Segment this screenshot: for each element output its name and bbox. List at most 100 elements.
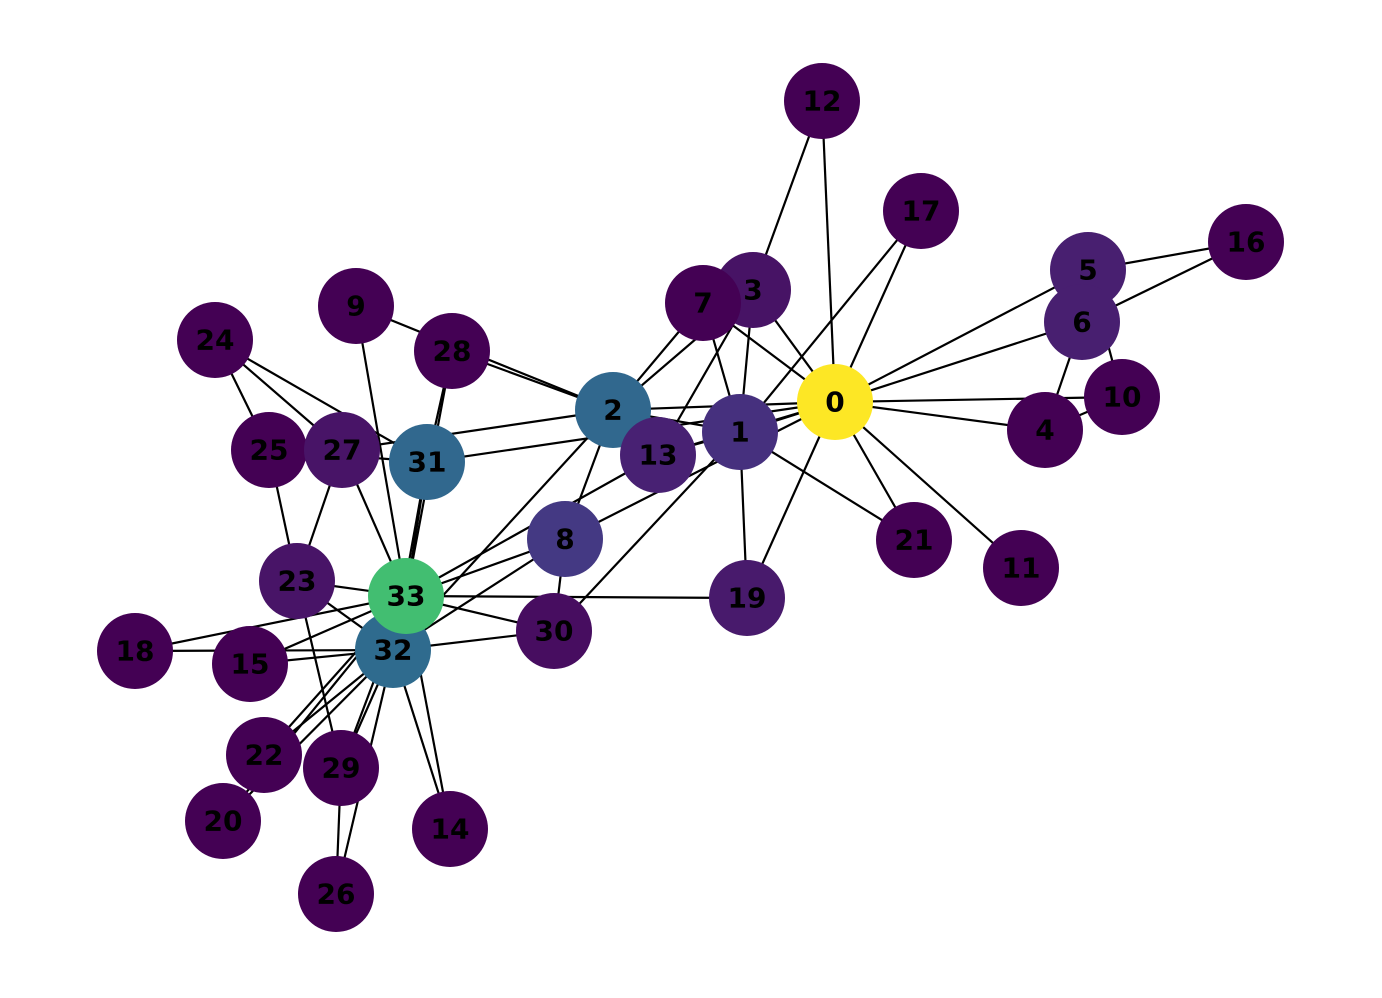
node-7[interactable]: 7 bbox=[665, 265, 741, 341]
node-label: 9 bbox=[346, 290, 365, 323]
node-label: 31 bbox=[408, 446, 447, 479]
edge-0-8 bbox=[564, 401, 836, 540]
node-8[interactable]: 8 bbox=[527, 501, 603, 577]
node-circle bbox=[527, 501, 603, 577]
node-27[interactable]: 27 bbox=[304, 412, 380, 488]
node-13[interactable]: 13 bbox=[620, 417, 696, 493]
node-circle bbox=[1007, 392, 1083, 468]
node-21[interactable]: 21 bbox=[876, 502, 952, 578]
node-label: 32 bbox=[374, 634, 413, 667]
node-circle bbox=[368, 558, 444, 634]
node-label: 15 bbox=[231, 648, 270, 681]
node-18[interactable]: 18 bbox=[97, 613, 173, 689]
node-label: 20 bbox=[204, 805, 243, 838]
node-label: 23 bbox=[278, 565, 317, 598]
node-label: 3 bbox=[743, 274, 762, 307]
node-circle bbox=[298, 856, 374, 932]
node-24[interactable]: 24 bbox=[177, 302, 253, 378]
node-20[interactable]: 20 bbox=[185, 783, 261, 859]
node-circle bbox=[231, 412, 307, 488]
edge-0-5 bbox=[834, 269, 1089, 403]
node-label: 8 bbox=[555, 523, 574, 556]
node-circle bbox=[876, 502, 952, 578]
node-33[interactable]: 33 bbox=[368, 558, 444, 634]
edge-18-33 bbox=[134, 594, 407, 653]
node-circle bbox=[304, 412, 380, 488]
node-circle bbox=[1084, 359, 1160, 435]
node-circle bbox=[1208, 204, 1284, 280]
node-label: 25 bbox=[250, 434, 289, 467]
node-30[interactable]: 30 bbox=[516, 593, 592, 669]
node-circle bbox=[797, 364, 873, 440]
node-14[interactable]: 14 bbox=[412, 791, 488, 867]
node-6[interactable]: 6 bbox=[1044, 284, 1120, 360]
node-23[interactable]: 23 bbox=[259, 543, 335, 619]
edge-0-12 bbox=[820, 100, 837, 403]
node-circle bbox=[303, 730, 379, 806]
node-circle bbox=[259, 543, 335, 619]
node-label: 19 bbox=[728, 582, 767, 615]
node-11[interactable]: 11 bbox=[983, 530, 1059, 606]
node-label: 6 bbox=[1072, 306, 1091, 339]
node-15[interactable]: 15 bbox=[212, 626, 288, 702]
node-29[interactable]: 29 bbox=[303, 730, 379, 806]
node-label: 14 bbox=[431, 813, 470, 846]
node-circle bbox=[883, 173, 959, 249]
edge-1-17 bbox=[739, 210, 922, 433]
edge-9-33 bbox=[354, 305, 408, 597]
node-1[interactable]: 1 bbox=[702, 394, 778, 470]
node-label: 5 bbox=[1078, 254, 1097, 287]
node-circle bbox=[412, 791, 488, 867]
node-4[interactable]: 4 bbox=[1007, 392, 1083, 468]
node-25[interactable]: 25 bbox=[231, 412, 307, 488]
node-circle bbox=[212, 626, 288, 702]
node-circle bbox=[226, 717, 302, 793]
node-circle bbox=[1044, 284, 1120, 360]
node-label: 0 bbox=[825, 386, 844, 419]
node-label: 24 bbox=[196, 324, 235, 357]
node-circle bbox=[389, 424, 465, 500]
nodes-layer: 0123456789101112131415161718192021222324… bbox=[97, 63, 1284, 932]
node-circle bbox=[177, 302, 253, 378]
edge-0-10 bbox=[834, 395, 1123, 404]
node-label: 4 bbox=[1035, 414, 1054, 447]
node-circle bbox=[185, 783, 261, 859]
node-label: 29 bbox=[322, 752, 361, 785]
node-26[interactable]: 26 bbox=[298, 856, 374, 932]
node-circle bbox=[414, 313, 490, 389]
node-circle bbox=[97, 613, 173, 689]
node-28[interactable]: 28 bbox=[414, 313, 490, 389]
node-label: 27 bbox=[323, 434, 362, 467]
node-circle bbox=[709, 560, 785, 636]
edge-2-27 bbox=[341, 408, 614, 452]
node-19[interactable]: 19 bbox=[709, 560, 785, 636]
node-16[interactable]: 16 bbox=[1208, 204, 1284, 280]
node-label: 11 bbox=[1002, 552, 1041, 585]
node-17[interactable]: 17 bbox=[883, 173, 959, 249]
node-9[interactable]: 9 bbox=[318, 268, 394, 344]
node-label: 30 bbox=[535, 615, 574, 648]
node-31[interactable]: 31 bbox=[389, 424, 465, 500]
node-label: 18 bbox=[116, 635, 155, 668]
node-label: 13 bbox=[639, 439, 678, 472]
node-10[interactable]: 10 bbox=[1084, 359, 1160, 435]
node-circle bbox=[983, 530, 1059, 606]
node-circle bbox=[702, 394, 778, 470]
node-label: 10 bbox=[1103, 381, 1142, 414]
node-circle bbox=[516, 593, 592, 669]
node-12[interactable]: 12 bbox=[784, 63, 860, 139]
node-label: 21 bbox=[895, 524, 934, 557]
node-label: 17 bbox=[902, 195, 941, 228]
edge-0-6 bbox=[834, 320, 1083, 404]
node-label: 33 bbox=[387, 580, 426, 613]
node-circle bbox=[784, 63, 860, 139]
node-label: 12 bbox=[803, 85, 842, 118]
node-22[interactable]: 22 bbox=[226, 717, 302, 793]
node-label: 22 bbox=[245, 739, 284, 772]
node-label: 16 bbox=[1227, 226, 1266, 259]
node-label: 28 bbox=[433, 335, 472, 368]
node-circle bbox=[318, 268, 394, 344]
edge-24-31 bbox=[214, 339, 428, 463]
node-0[interactable]: 0 bbox=[797, 364, 873, 440]
